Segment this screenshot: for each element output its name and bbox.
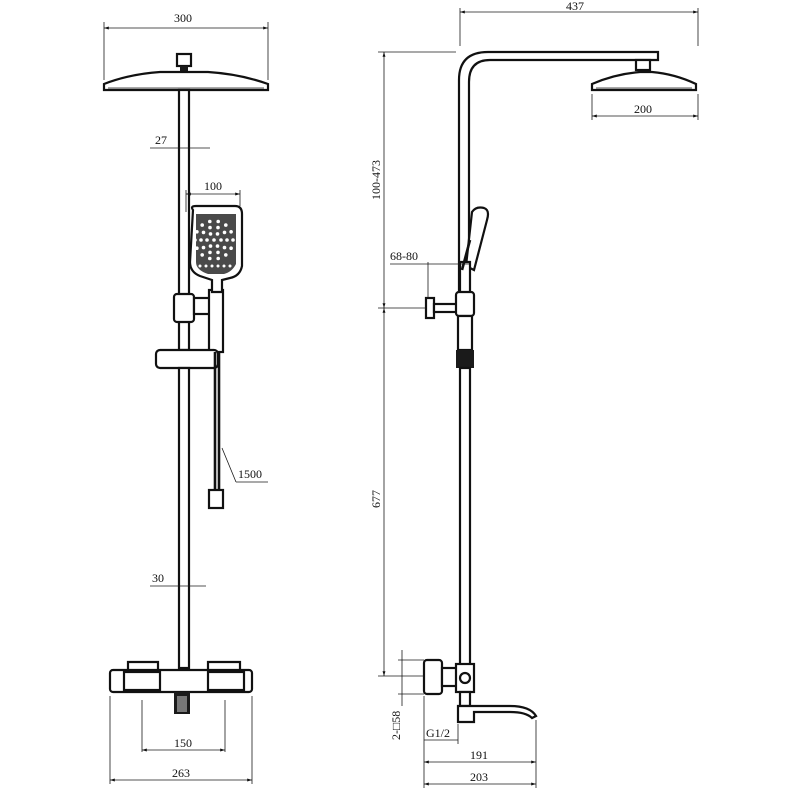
dimension-lines-side [378, 8, 699, 788]
thermostatic-valve [108, 660, 254, 714]
nozzle-dot [208, 232, 213, 236]
dim-label-200: 200 [634, 102, 652, 116]
nozzle-dot [200, 253, 204, 257]
side-shower-head [590, 58, 698, 92]
nozzle-dot [200, 223, 204, 227]
dim-label-2-58: 2-□58 [389, 711, 403, 740]
nozzle-dot [208, 244, 213, 248]
dim-label-263: 263 [172, 766, 190, 780]
nozzle-dot [199, 238, 203, 242]
dim-label-1500: 1500 [238, 467, 262, 481]
shower-hose [207, 352, 225, 510]
slide-holder [172, 288, 225, 354]
nozzle-dot [208, 219, 212, 224]
nozzle-dot [201, 245, 206, 250]
dimension-lines-front [103, 22, 269, 784]
dim-label-437: 437 [566, 0, 584, 13]
nozzle-dot [195, 230, 199, 234]
nozzle-dot [216, 225, 220, 230]
side-valve-spout [422, 658, 538, 724]
nozzle-pattern [193, 219, 235, 268]
nozzle-dot [224, 223, 228, 227]
shower-bracket [154, 348, 220, 370]
nozzle-dot [208, 250, 212, 255]
nozzle-dot [201, 230, 206, 235]
shower-arm [457, 50, 660, 300]
dim-label-203: 203 [470, 770, 488, 784]
nozzle-dot [222, 230, 227, 235]
nozzle-dot [205, 238, 209, 242]
nozzle-dot [215, 244, 220, 248]
shower-column-lower [177, 366, 191, 670]
side-bracket [456, 350, 474, 368]
nozzle-dot [231, 238, 235, 242]
dim-label-100: 100 [204, 179, 222, 193]
rain-shower-head [102, 52, 270, 92]
nozzle-dot [222, 264, 226, 268]
hand-shower [188, 204, 244, 294]
dim-label-150: 150 [174, 736, 192, 750]
nozzle-dot [208, 256, 212, 261]
nozzle-dot [215, 232, 220, 236]
nozzle-dot [229, 246, 233, 250]
dim-label-27: 27 [155, 133, 167, 147]
nozzle-dot [210, 264, 214, 268]
diverter-knob [424, 290, 476, 352]
nozzle-dot [195, 246, 199, 250]
dim-label-191: 191 [470, 748, 488, 762]
nozzle-dot [204, 264, 208, 268]
nozzle-dot [225, 238, 229, 242]
front-view: 300 27 100 1500 30 150 263 [102, 11, 270, 784]
dim-label-300: 300 [174, 11, 192, 25]
dim-label-100-473: 100-473 [369, 160, 383, 200]
nozzle-dot [216, 256, 220, 261]
dim-label-30: 30 [152, 571, 164, 585]
nozzle-dot [208, 225, 212, 230]
dim-label-68-80: 68-80 [390, 249, 418, 263]
nozzle-dot [193, 238, 197, 242]
nozzle-dot [224, 253, 228, 257]
nozzle-dot [216, 250, 220, 255]
side-column [458, 366, 472, 670]
nozzle-dot [212, 238, 216, 242]
nozzle-dot [216, 264, 220, 268]
nozzle-dot [216, 219, 220, 224]
side-view: 437 200 100-473 68-80 677 2-□58 G1/2 191… [369, 0, 699, 788]
nozzle-dot [198, 264, 202, 268]
dim-label-g12: G1/2 [426, 726, 450, 740]
nozzle-dot [228, 264, 232, 268]
nozzle-dot [222, 245, 227, 250]
dim-label-677: 677 [369, 490, 383, 508]
nozzle-dot [219, 238, 223, 242]
nozzle-dot [229, 230, 233, 234]
